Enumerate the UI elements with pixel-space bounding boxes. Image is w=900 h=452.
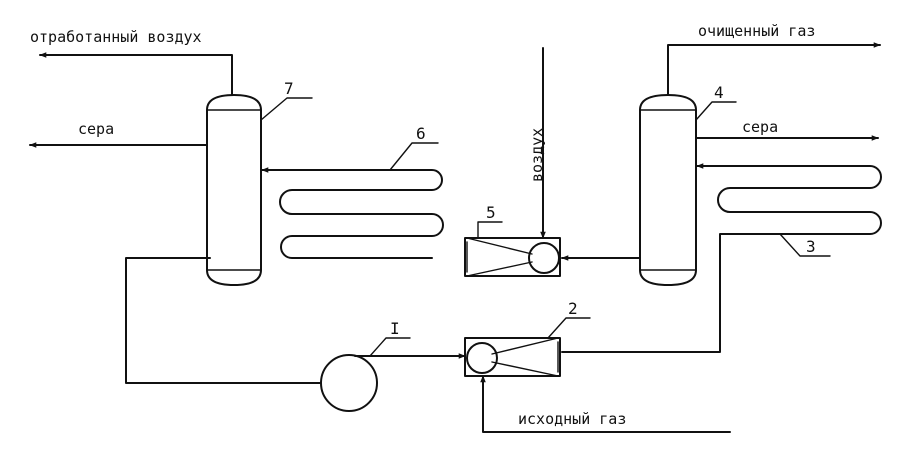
item-number-1: I <box>390 319 400 338</box>
item-number-3: 3 <box>806 237 816 256</box>
column-4-body <box>639 93 697 287</box>
purified-gas-line <box>667 42 881 101</box>
bottom-return-line <box>125 257 321 384</box>
purified-gas-label: очищенный газ <box>698 22 815 40</box>
column-7-body <box>206 93 262 287</box>
ejector-5 <box>464 47 641 277</box>
vessel-7 <box>29 52 262 287</box>
leader-1 <box>369 337 411 357</box>
feed-gas-label: исходный газ <box>518 410 626 428</box>
sulfur-right-label: сера <box>742 118 778 136</box>
item-number-7: 7 <box>284 79 294 98</box>
leader-5 <box>477 221 503 239</box>
coil-exchanger-3 <box>561 163 882 353</box>
pump-1 <box>125 257 466 412</box>
ejector-5-body <box>464 237 561 277</box>
item-number-2: 2 <box>568 299 578 318</box>
leader-4 <box>695 101 737 121</box>
coil-exchanger-6 <box>261 167 444 259</box>
spent-air-label: отработанный воздух <box>30 28 202 46</box>
leader-6 <box>389 142 439 171</box>
leader-7 <box>260 97 313 121</box>
leader-3 <box>779 233 831 257</box>
ejector-2 <box>464 337 731 433</box>
ejector-5-nozzle <box>528 242 560 274</box>
air-label: воздух <box>528 128 546 182</box>
item-number-6: 6 <box>416 124 426 143</box>
sulfur-left-label: сера <box>78 120 114 138</box>
item-number-4: 4 <box>714 83 724 102</box>
item-number-5: 5 <box>486 203 496 222</box>
pump-1-body <box>320 354 378 412</box>
vessel-4 <box>639 42 881 287</box>
ejector-2-nozzle <box>466 342 498 374</box>
feed-gas-line <box>480 375 731 433</box>
leader-2 <box>547 317 591 339</box>
spent-air-line <box>39 52 233 101</box>
